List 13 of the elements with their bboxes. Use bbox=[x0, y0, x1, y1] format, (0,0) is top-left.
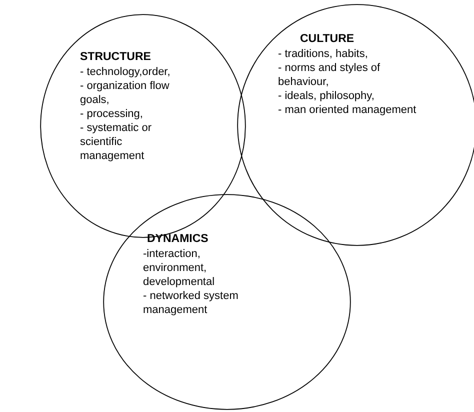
list-item: - man oriented management bbox=[278, 103, 418, 117]
circle-heading: CULTURE bbox=[300, 32, 356, 46]
list-item: - technology,order, bbox=[80, 65, 172, 79]
list-item: - systematic or scientific management bbox=[80, 121, 153, 163]
circle-heading: STRUCTURE bbox=[80, 50, 152, 64]
list-item: - networked system management bbox=[143, 289, 240, 317]
list-item: - norms and styles of behaviour, bbox=[278, 61, 382, 89]
list-item: - processing, bbox=[80, 107, 144, 121]
list-item: - organization flow goals, bbox=[80, 79, 170, 107]
circle-heading: DYNAMICS bbox=[147, 232, 210, 246]
list-item: - ideals, philosophy, bbox=[278, 89, 376, 103]
list-item: - traditions, habits, bbox=[278, 47, 369, 61]
list-item: -interaction, environment, developmental bbox=[143, 247, 216, 289]
